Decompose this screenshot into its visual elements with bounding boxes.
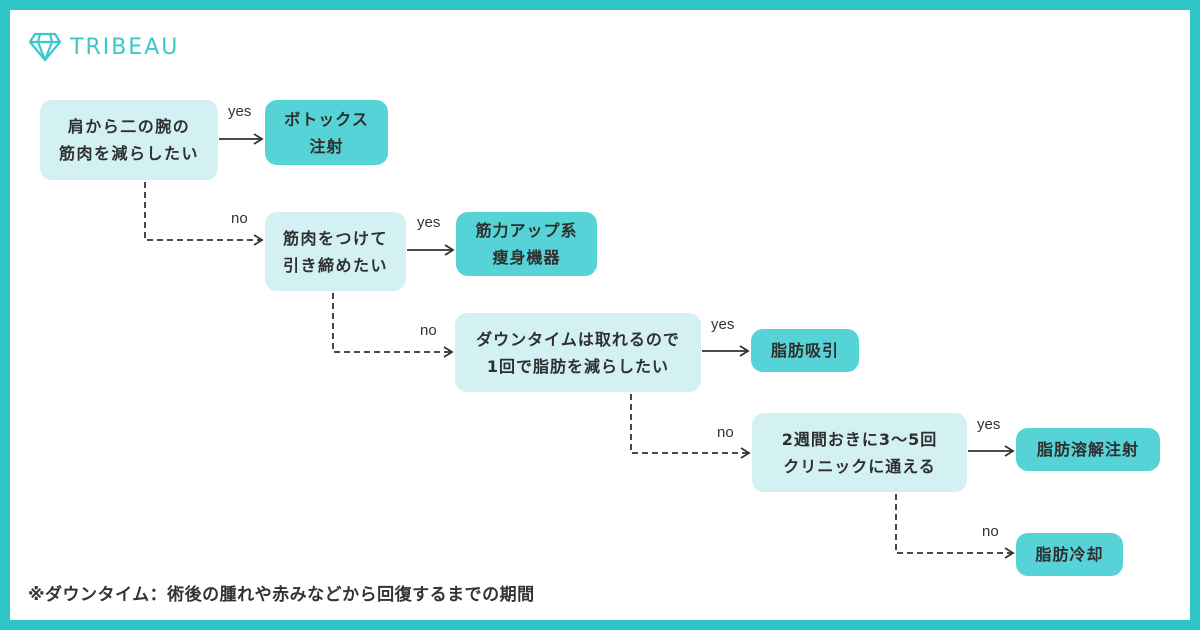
edge-label-yes: yes — [977, 416, 1001, 433]
question-node-q2: 筋肉をつけて 引き締めたい — [265, 212, 406, 291]
answer-node-fat-dissolving-injection: 脂肪溶解注射 — [1016, 428, 1160, 471]
answer-node-liposuction: 脂肪吸引 — [751, 329, 859, 372]
question-node-q1: 肩から二の腕の 筋肉を減らしたい — [40, 100, 218, 180]
edge-label-no: no — [982, 523, 999, 540]
question-node-q4: 2週間おきに3〜5回 クリニックに通える — [752, 413, 967, 492]
brand-logo: TRIBEAU — [28, 32, 179, 62]
answer-node-fat-freezing: 脂肪冷却 — [1016, 533, 1123, 576]
edge-label-no: no — [717, 424, 734, 441]
edge-label-no: no — [231, 210, 248, 227]
diamond-icon — [28, 32, 62, 62]
footnote: ※ダウンタイム：術後の腫れや赤みなどから回復するまでの期間 — [28, 585, 535, 605]
edge-label-yes: yes — [711, 316, 735, 333]
edge-label-yes: yes — [228, 103, 252, 120]
edge-label-yes: yes — [417, 214, 441, 231]
answer-node-muscle-device: 筋力アップ系 痩身機器 — [456, 212, 597, 276]
edge-label-no: no — [420, 322, 437, 339]
question-node-q3: ダウンタイムは取れるので 1回で脂肪を減らしたい — [455, 313, 701, 392]
brand-name: TRIBEAU — [70, 34, 180, 60]
answer-node-botox: ボトックス 注射 — [265, 100, 388, 165]
